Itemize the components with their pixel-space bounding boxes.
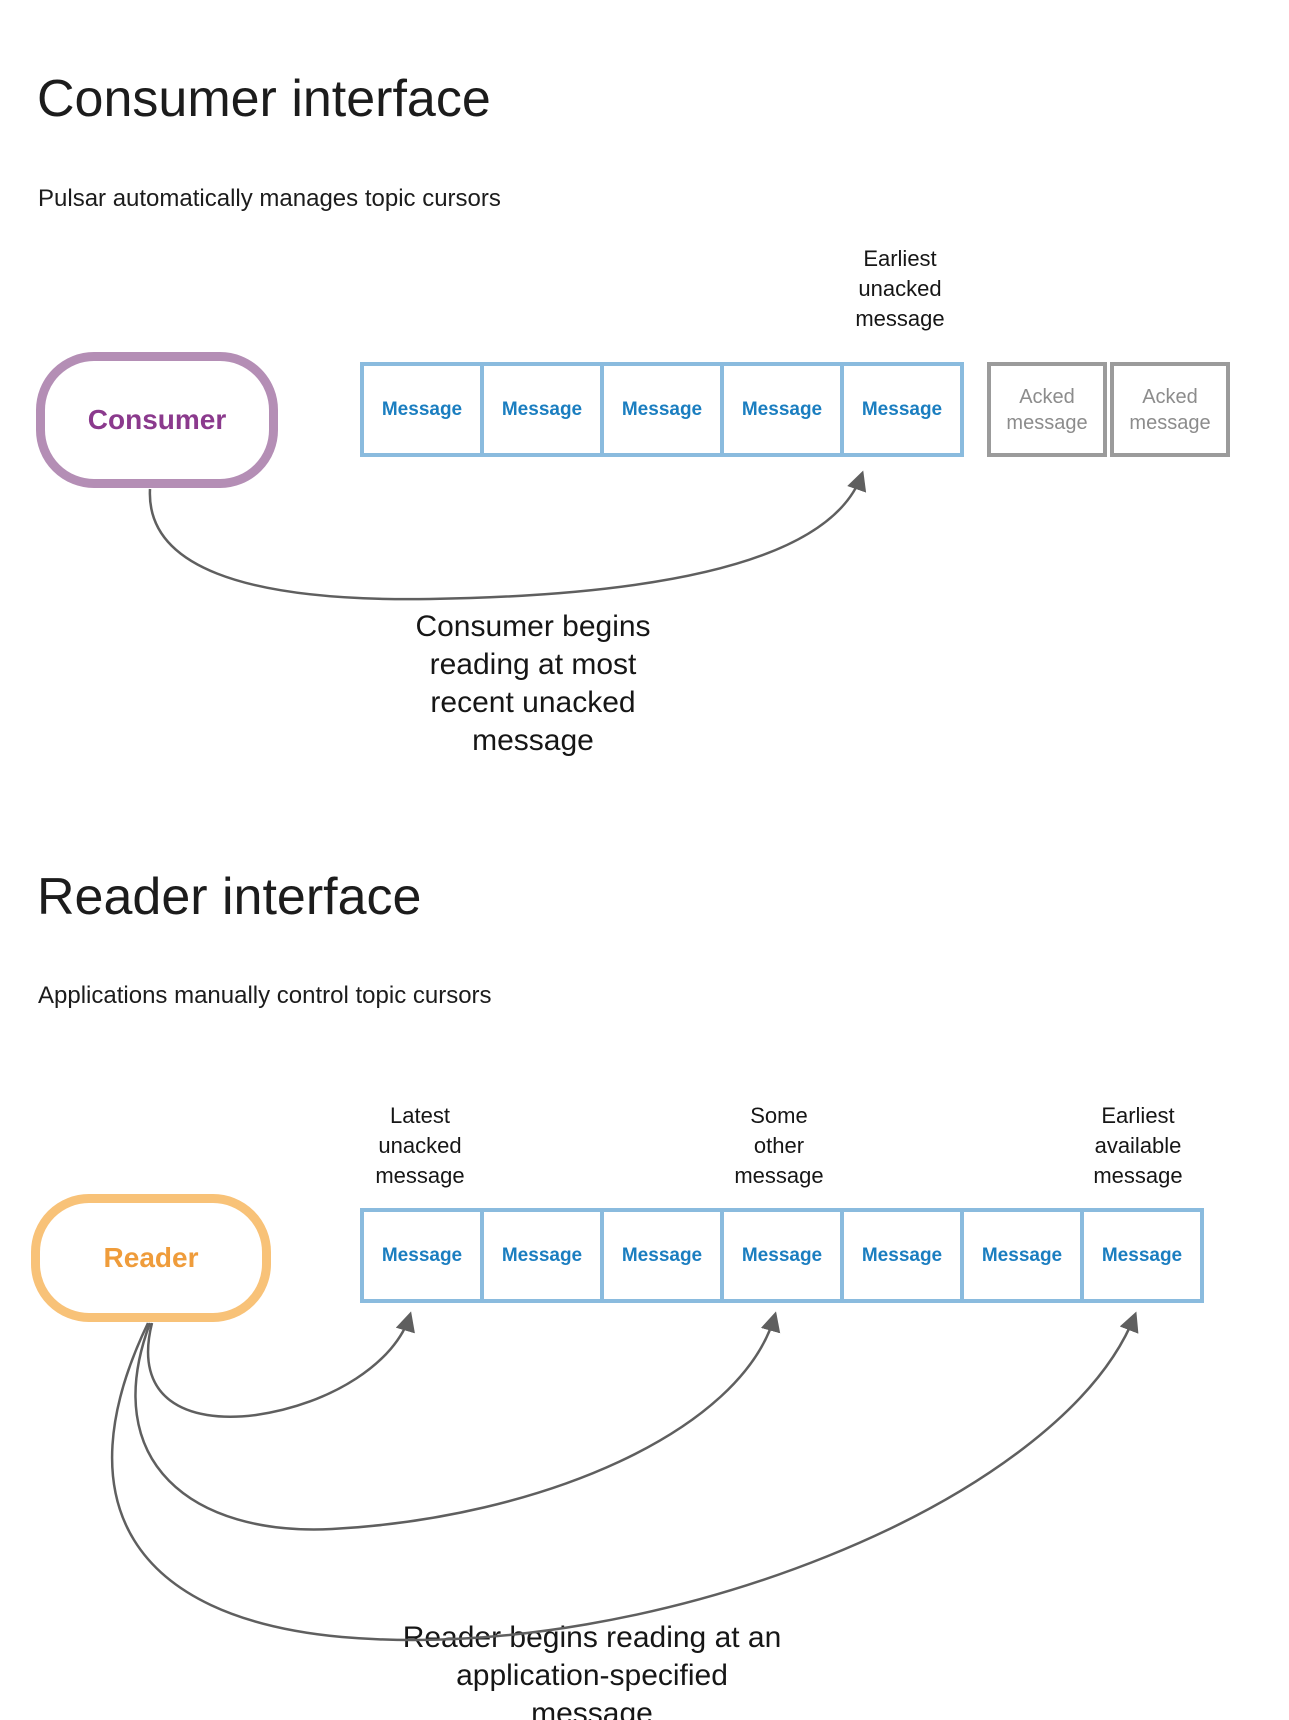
message-box: Message	[840, 1208, 964, 1303]
reader-arrow-latest	[146, 1311, 415, 1418]
message-box: Message	[720, 1208, 844, 1303]
message-box: Message	[720, 362, 844, 457]
acked-message-box: Acked message	[1110, 362, 1230, 457]
reader-arrow-earliest	[110, 1311, 1139, 1642]
reader-pill: Reader	[31, 1194, 271, 1322]
message-box: Message	[840, 362, 964, 457]
earliest-available-label: Earliest available message	[1093, 1103, 1183, 1188]
reader-section-subtitle: Applications manually control topic curs…	[38, 982, 492, 1009]
reader-arrow-caption: Reader begins reading at an application-…	[402, 1621, 782, 1720]
message-box: Message	[960, 1208, 1084, 1303]
message-box: Message	[600, 1208, 724, 1303]
message-box: Message	[1080, 1208, 1204, 1303]
message-box: Message	[360, 362, 484, 457]
consumer-section-title: Consumer interface	[37, 70, 491, 128]
consumer-section-subtitle: Pulsar automatically manages topic curso…	[38, 185, 501, 212]
reader-section-title: Reader interface	[37, 868, 422, 926]
message-box: Message	[480, 1208, 604, 1303]
message-box: Message	[480, 362, 604, 457]
some-other-message-label: Some other message	[734, 1103, 824, 1188]
message-box: Message	[600, 362, 724, 457]
reader-arrow-some-other	[134, 1311, 781, 1531]
message-box: Message	[360, 1208, 484, 1303]
consumer-arrow-caption: Consumer begins reading at most recent u…	[415, 610, 651, 757]
consumer-pill: Consumer	[36, 352, 278, 488]
consumer-pill-label: Consumer	[87, 404, 227, 435]
latest-unacked-label: Latest unacked message	[375, 1103, 465, 1188]
consumer-cursor-arrow	[148, 470, 867, 601]
earliest-unacked-label: Earliest unacked message	[855, 246, 945, 331]
acked-message-box: Acked message	[987, 362, 1107, 457]
reader-pill-label: Reader	[103, 1242, 199, 1273]
